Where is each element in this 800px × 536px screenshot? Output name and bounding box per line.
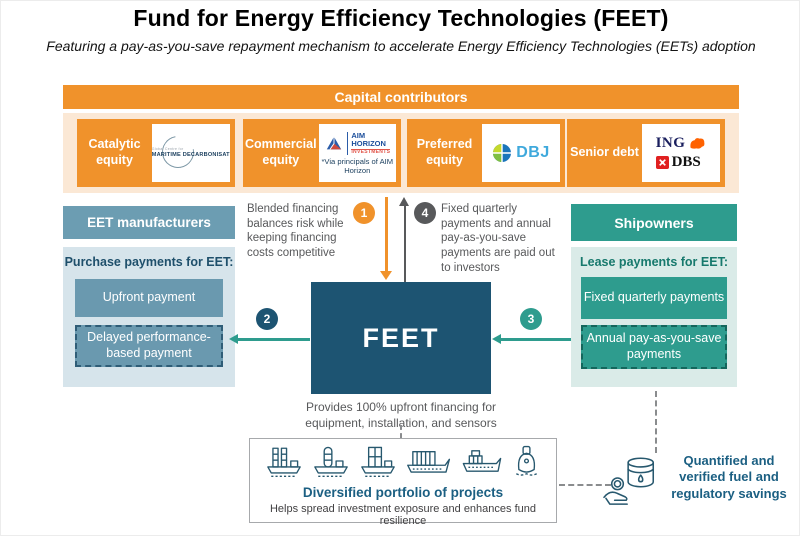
annual-pays-payments-box: Annual pay-as-you-save payments [581,325,727,369]
dbj-logo-text: DBJ [516,144,550,161]
ing-lion-icon [690,138,705,149]
connector-portfolio-to-savings [559,484,611,486]
fuel-savings-icon [603,457,655,505]
purchase-payments-panel: Purchase payments for EET: Upfront payme… [63,247,235,387]
cargo-ship-icon [462,450,502,472]
arrow-shipowners-to-feet-line [501,338,571,341]
aim-logo-line1: AIM [351,131,366,141]
step4-text: Fixed quarterly payments and annual pay-… [441,203,555,274]
arrow-capital-to-feet-head [380,271,392,280]
connector-feet-to-portfolio [400,425,402,438]
dbs-logo-text: DBS [671,154,701,170]
ing-dbs-logos: ING DBS [642,124,720,182]
dbj-logo: DBJ [482,124,560,182]
shipowners-header: Shipowners [571,204,737,241]
arrow-feet-to-capital-line [403,205,406,282]
capital-box-label: Senior debt [570,145,639,160]
step3-badge: 3 [520,308,542,330]
step2-badge: 2 [256,308,278,330]
capital-box-commercial-equity: Commercial equity AIM HORIZON INVESTMENT… [243,119,401,187]
capital-box-senior-debt: Senior debt ING [567,119,725,187]
purchase-panel-title: Purchase payments for EET: [64,255,234,269]
savings-text: Quantified and verified fuel and regulat… [671,453,787,501]
capital-box-preferred-equity: Preferred equity DBJ [407,119,565,187]
step1-text: Blended financing balances risk while ke… [247,203,344,260]
jackup-rig-ship-icon [267,447,301,477]
installation-vessel-icon [361,446,395,477]
capital-box-label: Catalytic equity [88,137,141,167]
upfront-payment-box: Upfront payment [75,279,223,317]
bow-view-ship-icon [515,445,538,476]
step1-badge: 1 [353,202,375,224]
ing-logo-text: ING [655,135,686,151]
lease-panel-title: Lease payments for EET: [580,255,728,269]
capital-contributors-header: Capital contributors [63,85,739,109]
gcmd-logo: Global Centre for MARITIME DECARBONISATI… [152,124,230,182]
arrow-feet-to-capital-head [399,197,409,206]
aim-note: *Via principals of AIM Horizon [321,157,394,175]
gcmd-logo-main-text: MARITIME DECARBONISATION [152,151,230,158]
feet-box: FEET [311,282,491,394]
aim-horizon-logo: AIM HORIZON INVESTMENTS *Via principals … [318,124,396,182]
ship-icons-row [250,444,556,478]
capital-box-catalytic-equity: Catalytic equity Global Centre for MARIT… [77,119,235,187]
portfolio-title: Diversified portfolio of projects [302,485,504,500]
delayed-performance-payment-box: Delayed performance-based payment [75,325,223,367]
capital-contributors-band: Catalytic equity Global Centre for MARIT… [63,113,739,193]
aim-logo-line2: HORIZON [351,138,386,148]
container-ship-icon [407,450,451,473]
arrow-feet-to-manufacturers-line [238,338,310,341]
drill-column-ship-icon [314,446,348,477]
connector-shipowners-to-savings [655,391,657,453]
portfolio-box: Diversified portfolio of projects Helps … [249,438,557,527]
step4-badge: 4 [414,202,436,224]
page-subtitle: Featuring a pay-as-you-save repayment me… [46,38,756,54]
capital-box-label: Commercial equity [245,137,317,167]
lease-payments-panel: Lease payments for EET: Fixed quarterly … [571,247,737,387]
aim-triangle-icon [327,136,342,150]
eet-manufacturers-header: EET manufacturers [63,206,235,239]
arrow-capital-to-feet-line [385,197,388,273]
page-title: Fund for Energy Efficiency Technologies … [133,5,669,31]
arrow-shipowners-to-feet-head [492,333,501,344]
dbs-mark-icon [655,156,669,169]
dbj-globe-icon [493,144,512,162]
fixed-quarterly-payments-box: Fixed quarterly payments [581,277,727,319]
gcmd-logo-top-text: Global Centre for [152,147,184,151]
capital-box-label: Preferred equity [416,137,473,167]
aim-logo-line3: INVESTMENTS [351,148,391,156]
portfolio-caption: Helps spread investment exposure and enh… [269,503,536,527]
feet-caption: Provides 100% upfront financing for equi… [305,400,497,430]
arrow-feet-to-manufacturers-head [229,333,238,344]
